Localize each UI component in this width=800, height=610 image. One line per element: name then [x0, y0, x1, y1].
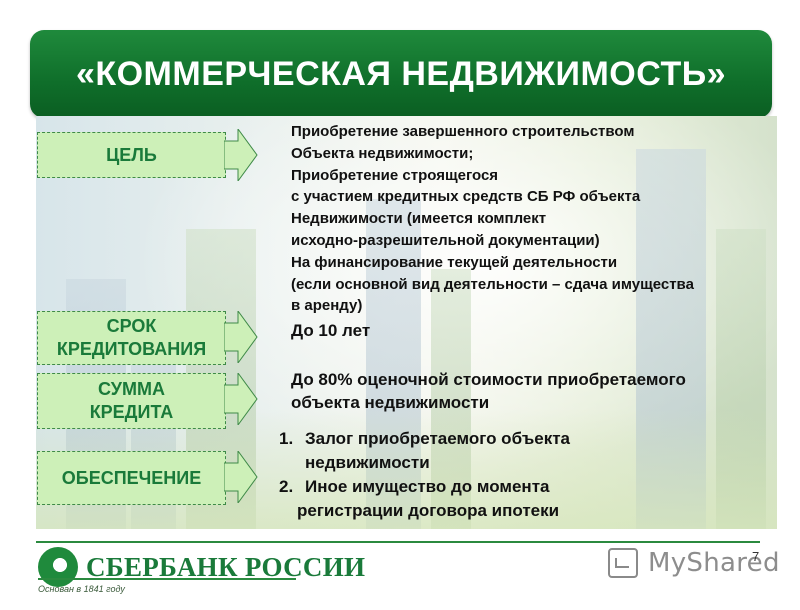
sberbank-logo-icon — [38, 547, 78, 587]
founded-text: Основан в 1841 году — [38, 584, 125, 594]
amount-value: До 80% оценочной стоимости приобретаемог… — [291, 368, 686, 414]
goal-line: Объекта недвижимости; — [291, 144, 474, 162]
footer-divider — [36, 541, 760, 543]
bank-logo: СБЕРБАНК РОССИИ — [38, 547, 365, 587]
cart-icon — [608, 548, 638, 578]
amount-line: объекта недвижимости — [291, 393, 490, 412]
amount-label-box: СУММА КРЕДИТА — [37, 373, 226, 429]
amount-line: До 80% оценочной стоимости приобретаемог… — [291, 370, 686, 389]
list-item-number: 1. — [279, 429, 294, 448]
page-number: 7 — [752, 549, 760, 564]
security-arrow-icon — [224, 451, 258, 503]
logo-underline — [38, 578, 296, 580]
security-label: ОБЕСПЕЧЕНИЕ — [61, 467, 202, 488]
goal-line: в аренду) — [291, 297, 363, 315]
goal-label-box: ЦЕЛЬ — [37, 132, 226, 178]
goal-line: исходно-разрешительной документации) — [291, 231, 600, 249]
goal-line: (если основной вид деятельности – сдача … — [291, 275, 694, 293]
list-item: 1. Залог приобретаемого объекта недвижимо… — [279, 427, 570, 475]
goal-line: Недвижимости (имеется комплект — [291, 210, 547, 228]
list-item: 2. Иное имущество до момента регистрации … — [279, 475, 570, 523]
term-label: СРОК КРЕДИТОВАНИЯ — [56, 316, 207, 359]
goal-label: ЦЕЛЬ — [106, 144, 157, 165]
list-item-number: 2. — [279, 477, 294, 496]
term-label-box: СРОК КРЕДИТОВАНИЯ — [37, 311, 226, 365]
goal-line: На финансирование текущей деятельности — [291, 253, 618, 271]
slide-title: «КОММЕРЧЕСКАЯ НЕДВИЖИМОСТЬ» — [30, 30, 772, 118]
watermark-text: MyShared — [648, 548, 780, 578]
watermark: MyShared — [608, 548, 780, 578]
list-item-continuation: недвижимости — [305, 453, 430, 472]
goal-line: Приобретение строящегося — [291, 166, 499, 184]
list-item-text: Иное имущество до момента — [305, 477, 550, 496]
goal-line: с участием кредитных средств СБ РФ объек… — [291, 188, 641, 206]
goal-line: Приобретение завершенного строительством — [291, 123, 635, 140]
bank-name: СБЕРБАНК РОССИИ — [86, 551, 366, 582]
goal-arrow-icon — [224, 129, 258, 181]
security-list: 1. Залог приобретаемого объекта недвижимо… — [279, 427, 570, 523]
amount-label: СУММА КРЕДИТА — [89, 379, 174, 422]
term-value: До 10 лет — [291, 321, 371, 340]
goal-description: Приобретение завершенного строительством… — [291, 121, 694, 317]
list-item-continuation: регистрации договора ипотеки — [297, 501, 560, 520]
security-label-box: ОБЕСПЕЧЕНИЕ — [37, 451, 226, 505]
list-item-text: Залог приобретаемого объекта — [305, 429, 570, 448]
amount-arrow-icon — [224, 373, 258, 425]
term-arrow-icon — [224, 311, 258, 363]
